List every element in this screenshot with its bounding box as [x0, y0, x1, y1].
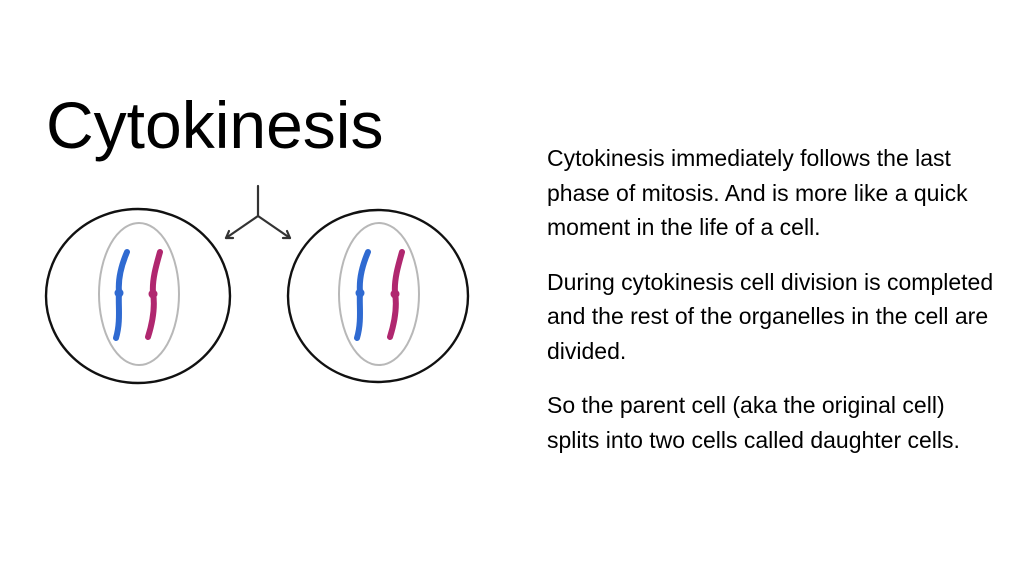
nucleus	[98, 222, 180, 366]
split-arrow	[224, 184, 292, 240]
cell-membrane	[286, 208, 470, 384]
centromere-magenta	[148, 289, 158, 299]
slide-title: Cytokinesis	[46, 88, 384, 162]
slide-body-text: Cytokinesis immediately follows the last…	[547, 141, 997, 477]
centromere-blue	[355, 288, 365, 298]
left-daughter-cell	[44, 207, 232, 385]
cytokinesis-diagram	[44, 184, 470, 385]
paragraph-1: Cytokinesis immediately follows the last…	[547, 145, 968, 240]
paragraph-2: During cytokinesis cell division is comp…	[547, 268, 994, 364]
cell-membrane	[44, 207, 232, 385]
nucleus	[338, 222, 420, 366]
right-daughter-cell	[286, 208, 470, 384]
paragraph-3: So the parent cell (aka the original cel…	[547, 392, 960, 453]
centromere-magenta	[390, 289, 400, 299]
centromere-blue	[114, 288, 124, 298]
